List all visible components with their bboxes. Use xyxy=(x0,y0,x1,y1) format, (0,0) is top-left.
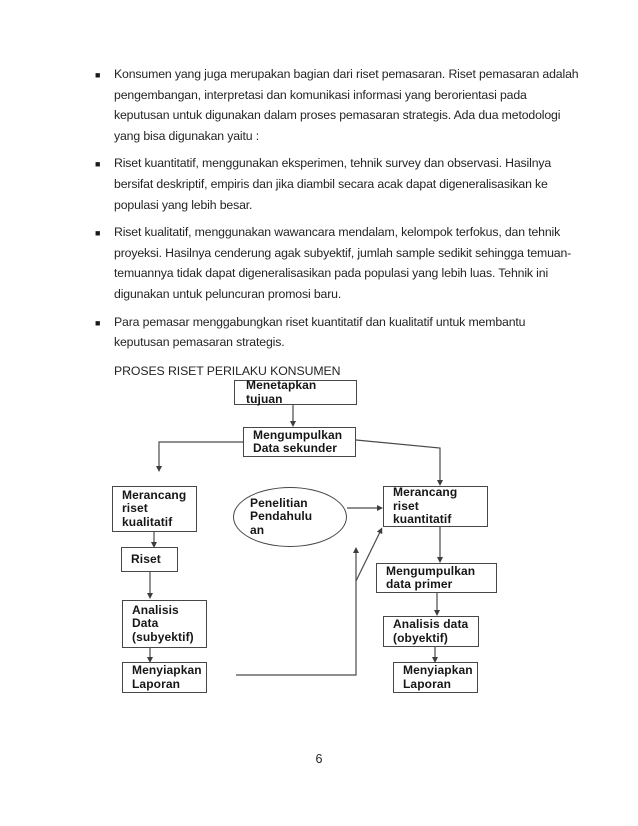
text-block: ■ Konsumen yang juga merupakan bagian da… xyxy=(95,64,595,381)
node-analisis-data-obyektif: Analisis data (obyektif) xyxy=(383,616,479,647)
bullet-square-icon: ■ xyxy=(95,317,101,328)
bullet-item: ■ Riset kuantitatif, menggunakan eksperi… xyxy=(95,153,595,215)
flowchart-proses-riset: Menetapkan tujuan Mengumpulkan Data seku… xyxy=(90,375,570,715)
bullet-item: ■ Para pemasar menggabungkan riset kuant… xyxy=(95,312,595,353)
bullet-square-icon: ■ xyxy=(95,228,101,239)
paragraph-para-pemasar: Para pemasar menggabungkan riset kuantit… xyxy=(114,314,526,350)
bullet-square-icon: ■ xyxy=(95,159,101,170)
feedback-line-up xyxy=(236,547,359,676)
node-riset: Riset xyxy=(121,547,178,572)
node-mengumpulkan-data-primer: Mengumpulkan data primer xyxy=(376,563,497,593)
arrow-sekunder-to-kualitatif xyxy=(156,441,243,472)
node-penelitian-pendahuluan: Penelitian Pendahulu an xyxy=(233,487,347,547)
node-mengumpulkan-data-sekunder: Mengumpulkan Data sekunder xyxy=(243,427,356,457)
node-analisis-data-subyektif: Analisis Data (subyektif) xyxy=(122,600,207,648)
bullet-item: ■ Konsumen yang juga merupakan bagian da… xyxy=(95,64,595,146)
page-number: 6 xyxy=(315,752,323,766)
bullet-item: ■ Riset kualitatif, menggunakan wawancar… xyxy=(95,222,595,304)
node-merancang-riset-kualitatif: Merancang riset kualitatif xyxy=(112,486,197,532)
paragraph-riset-kualitatif: Riset kualitatif, menggunakan wawancara … xyxy=(114,225,572,301)
node-menetapkan-tujuan: Menetapkan tujuan xyxy=(234,378,357,405)
section-heading: PROSES RISET PERILAKU KONSUMEN xyxy=(114,363,341,378)
bullet-square-icon: ■ xyxy=(95,70,101,80)
flowchart-connectors xyxy=(147,405,443,676)
node-menyiapkan-laporan-kanan: Menyiapkan Laporan xyxy=(393,662,478,693)
paragraph-riset-kuantitatif: Riset kuantitatif, menggunakan eksperime… xyxy=(114,156,552,212)
arrow-sekunder-to-kuantitatif xyxy=(355,439,443,486)
node-menyiapkan-laporan-kiri: Menyiapkan Laporan xyxy=(122,662,207,693)
feedback-diagonal-to-kuantitatif xyxy=(355,527,383,582)
paragraph-riset-pemasaran: Konsumen yang juga merupakan bagian dari… xyxy=(114,67,579,143)
node-merancang-riset-kuantitatif: Merancang riset kuantitatif xyxy=(383,486,488,527)
